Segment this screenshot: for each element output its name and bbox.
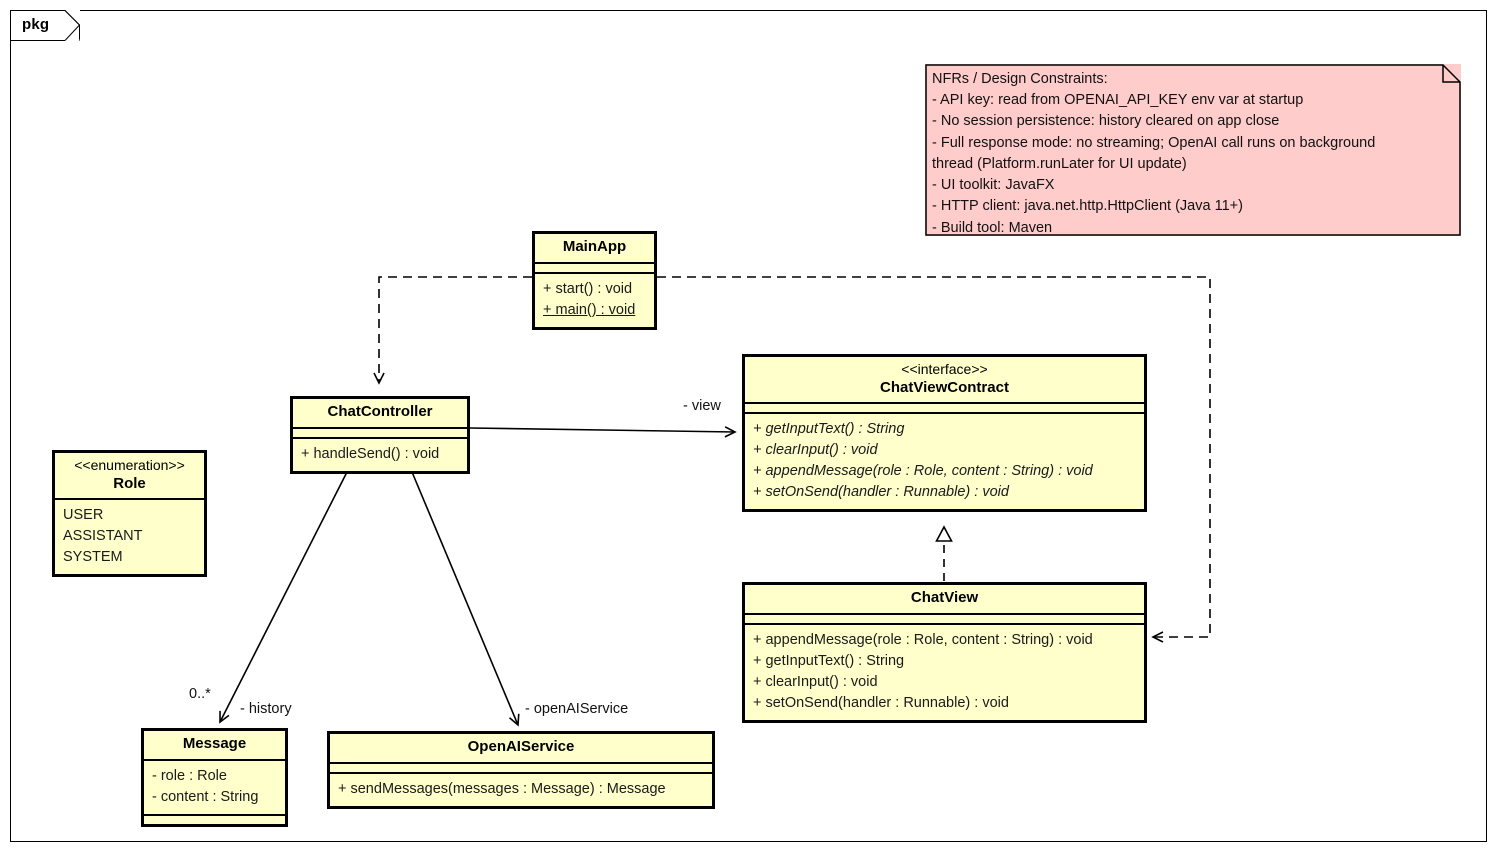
- methods-compartment-chatcontroller: + handleSend() : void: [293, 439, 467, 471]
- enum-value: SYSTEM: [63, 549, 123, 566]
- method-line: + appendMessage(role : Role, content : S…: [753, 463, 1093, 480]
- edge-label-history: - history: [240, 701, 292, 717]
- package-frame: [10, 10, 1487, 842]
- compartment-divider: [535, 261, 654, 264]
- stereotype-enumeration: <<enumeration>>: [74, 457, 185, 473]
- compartment-divider: [144, 813, 285, 816]
- method-line: + getInputText() : String: [753, 652, 905, 669]
- method-line: + appendMessage(role : Role, content : S…: [753, 631, 1093, 648]
- class-title-mainapp: MainApp: [562, 238, 627, 255]
- attributes-compartment-chatviewcontract: [745, 404, 1144, 412]
- class-box-role-enumeration[interactable]: <<enumeration>> Role USER ASSISTANT SYST…: [52, 450, 207, 578]
- compartment-divider: [330, 761, 712, 764]
- class-box-message[interactable]: Message - role : Role - content : String: [141, 728, 288, 827]
- method-line: + handleSend() : void: [301, 445, 440, 462]
- package-tab: [10, 10, 80, 41]
- method-line-static: + main() : void: [543, 301, 636, 318]
- attribute-line: - content : String: [152, 788, 259, 805]
- compartment-divider: [144, 758, 285, 761]
- compartment-divider: [55, 498, 204, 501]
- stereotype-interface: <<interface>>: [901, 361, 988, 377]
- compartment-divider: [293, 436, 467, 439]
- class-box-chatviewcontract[interactable]: <<interface>> ChatViewContract + getInpu…: [742, 354, 1147, 513]
- attribute-line: - role : Role: [152, 767, 227, 784]
- compartment-divider: [293, 426, 467, 429]
- edge-label-history-multiplicity: 0..*: [189, 686, 211, 702]
- method-line: + clearInput() : void: [753, 442, 878, 459]
- edge-label-view: - view: [683, 398, 721, 414]
- class-name-text: ChatViewContract: [880, 378, 1009, 396]
- class-title-chatview: ChatView: [910, 589, 979, 606]
- class-box-chatview[interactable]: ChatView + appendMessage(role : Role, co…: [742, 582, 1147, 723]
- compartment-divider: [535, 271, 654, 274]
- values-compartment-role: USER ASSISTANT SYSTEM: [55, 500, 204, 574]
- package-label: pkg: [22, 16, 50, 33]
- attributes-compartment-mainapp: [535, 264, 654, 272]
- method-line: + sendMessages(messages : Message) : Mes…: [338, 780, 666, 797]
- edge-label-openaiservice: - openAIService: [525, 701, 629, 717]
- compartment-divider: [330, 771, 712, 774]
- enum-value: ASSISTANT: [63, 528, 143, 545]
- attributes-compartment-chatcontroller: [293, 429, 467, 437]
- nfr-design-constraints-note: NFRs / Design Constraints: - API key: re…: [925, 64, 1461, 236]
- note-text: NFRs / Design Constraints: - API key: re…: [932, 71, 1376, 236]
- class-box-chatcontroller[interactable]: ChatController + handleSend() : void: [290, 396, 470, 474]
- methods-compartment-mainapp: + start() : void + main() : void: [535, 274, 654, 327]
- class-title-message: Message: [182, 735, 247, 752]
- class-box-mainapp[interactable]: MainApp + start() : void + main() : void: [532, 231, 657, 330]
- enum-value: USER: [63, 507, 104, 524]
- class-title-openaiservice: OpenAIService: [467, 738, 575, 755]
- class-title-chatviewcontract: <<interface>> ChatViewContract: [745, 357, 1144, 402]
- attributes-compartment-message: - role : Role - content : String: [144, 761, 285, 814]
- methods-compartment-openaiservice: + sendMessages(messages : Message) : Mes…: [330, 774, 712, 806]
- method-line: + setOnSend(handler : Runnable) : void: [753, 484, 1009, 501]
- methods-compartment-message: [144, 816, 285, 824]
- methods-compartment-chatviewcontract: + getInputText() : String + clearInput()…: [745, 414, 1144, 509]
- attributes-compartment-openaiservice: [330, 764, 712, 772]
- class-box-openaiservice[interactable]: OpenAIService + sendMessages(messages : …: [327, 731, 715, 809]
- class-title-chatcontroller: ChatController: [327, 403, 433, 420]
- methods-compartment-chatview: + appendMessage(role : Role, content : S…: [745, 625, 1144, 720]
- attributes-compartment-chatview: [745, 615, 1144, 623]
- method-line: + setOnSend(handler : Runnable) : void: [753, 694, 1009, 711]
- method-line: + getInputText() : String: [753, 421, 905, 438]
- class-name-text: Role: [113, 474, 146, 492]
- method-line: + start() : void: [543, 280, 633, 297]
- method-line: + clearInput() : void: [753, 673, 878, 690]
- class-title-role: <<enumeration>> Role: [55, 453, 204, 498]
